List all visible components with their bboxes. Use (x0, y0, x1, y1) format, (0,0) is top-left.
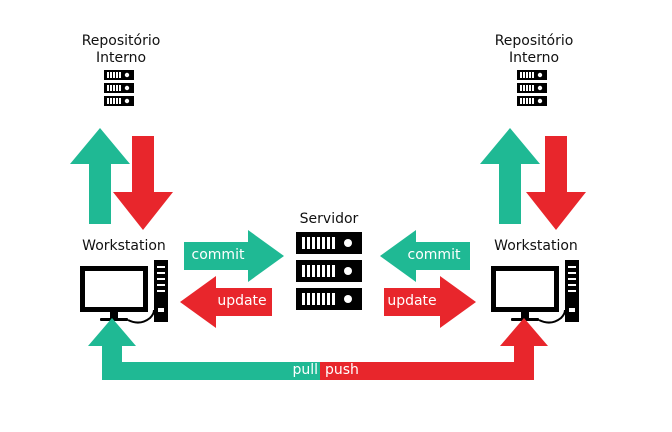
right-commit-label: commit (407, 247, 461, 263)
right-update-arrow (384, 276, 476, 328)
left-repo-server-icon (104, 70, 134, 106)
server-label: Servidor (299, 211, 359, 227)
right-up-arrow (480, 128, 540, 224)
left-workstation-label: Workstation (82, 238, 166, 254)
left-down-arrow (113, 136, 173, 230)
left-commit-label: commit (191, 247, 245, 263)
push-label: push (325, 362, 359, 378)
right-repo-server-icon (517, 70, 547, 106)
left-repo-label-line1: Repositório (81, 33, 161, 49)
pull-label: pull (292, 362, 318, 378)
left-repo-label: Repositório Interno (76, 33, 166, 67)
central-server-icon (296, 232, 362, 310)
left-commit-arrow (184, 230, 284, 282)
right-update-label: update (387, 293, 437, 309)
right-repo-label-line2: Interno (508, 50, 560, 66)
right-repo-label-line1: Repositório (494, 33, 574, 49)
right-down-arrow (526, 136, 586, 230)
left-workstation-icon (79, 259, 169, 324)
left-update-label: update (217, 293, 267, 309)
right-repo-label: Repositório Interno (489, 33, 579, 67)
right-commit-arrow (380, 230, 470, 282)
left-update-arrow (180, 276, 272, 328)
left-up-arrow (70, 128, 130, 224)
right-workstation-icon (490, 259, 580, 324)
right-workstation-label: Workstation (494, 238, 578, 254)
left-repo-label-line2: Interno (95, 50, 147, 66)
pull-push-arrow (88, 318, 548, 380)
